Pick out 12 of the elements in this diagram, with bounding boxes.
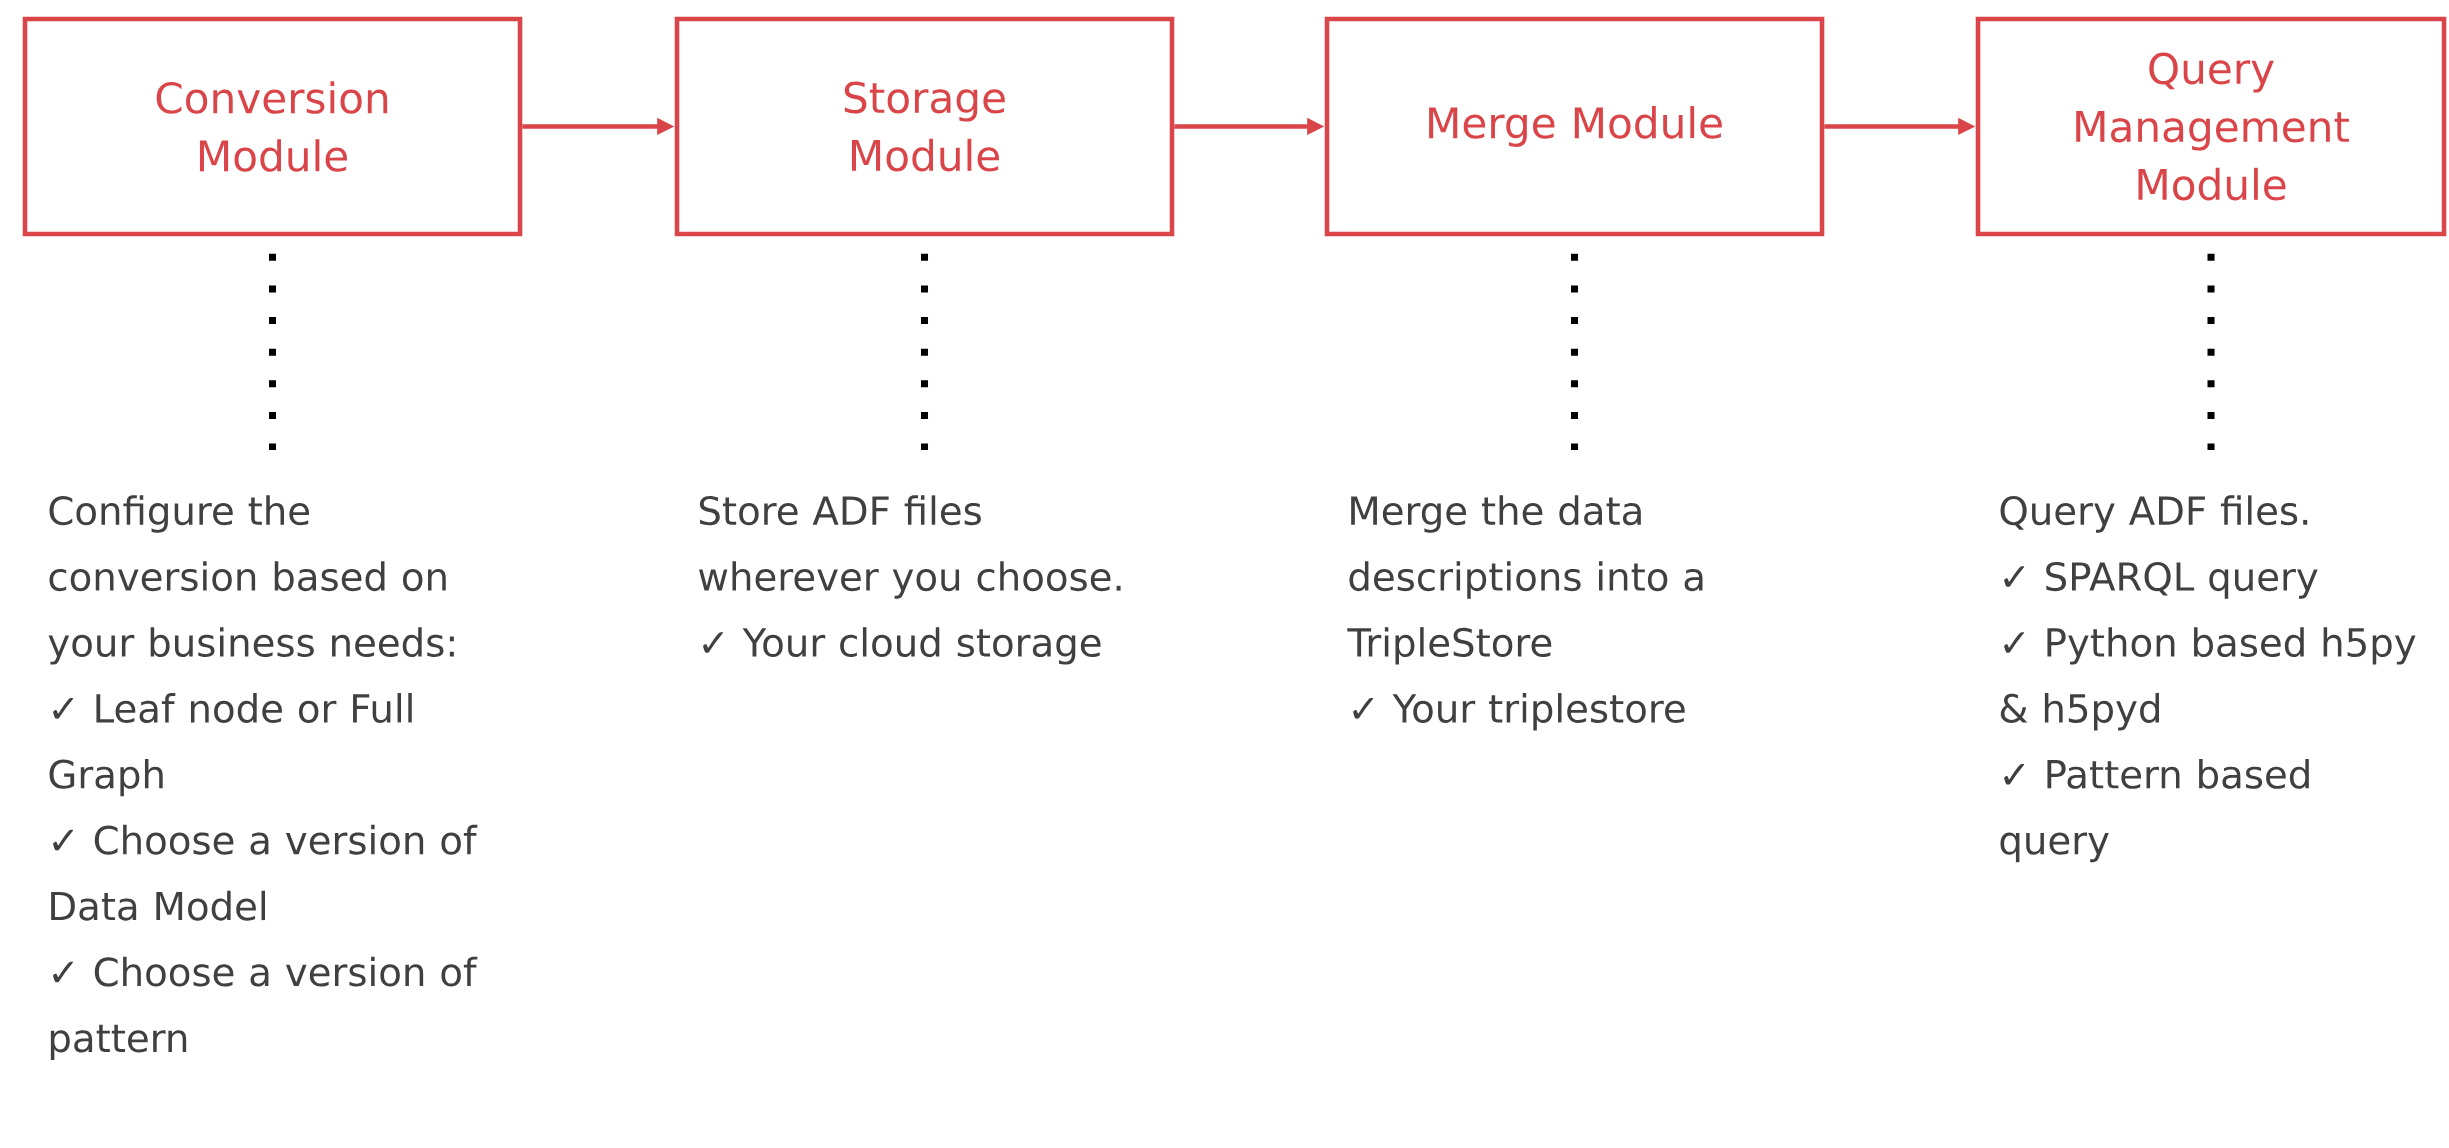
- dotted-line: [2207, 253, 2215, 450]
- description-text: Store ADF files wherever you choose. ✓ Your cloud storage: [699, 495, 1121, 665]
- module-box: Storage Module: [674, 16, 1175, 237]
- dotted-line: [921, 253, 929, 450]
- module-box: Query Management Module: [1975, 16, 2447, 237]
- description-text: Merge the data descriptions into a TripleStore ✓ Your triplestore: [1347, 495, 1703, 731]
- module-box: Conversion Module: [22, 16, 523, 237]
- dotted-line: [269, 253, 277, 450]
- description-text: Configure the conversion based on your business needs: ✓ Leaf node or Full Graph ✓ Choose a version of Data Model ✓ Choose a version of pattern: [48, 495, 478, 1060]
- description-text: Query ADF files. ✓ SPARQL query ✓ Python based h5py & h5pyd ✓ Pattern based query: [2000, 495, 2416, 863]
- module-box: Merge Module: [1324, 16, 1825, 237]
- dotted-line: [1571, 253, 1579, 450]
